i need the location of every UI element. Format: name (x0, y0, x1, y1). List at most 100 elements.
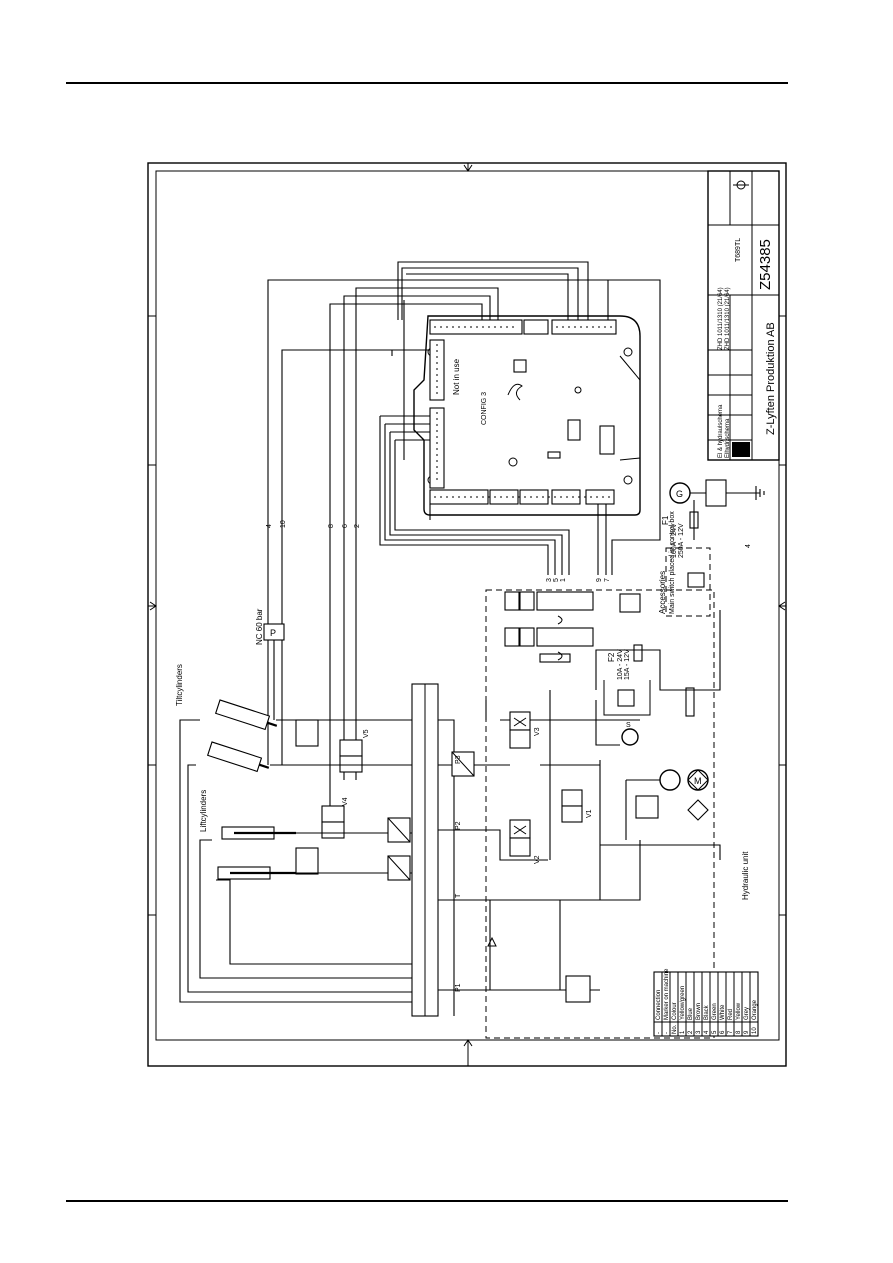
svg-text:V5: V5 (363, 729, 370, 738)
legend-number: 9 (744, 1030, 750, 1034)
wire-numbers: 4 10 8 6 2 3 9 7 5 1 4 (266, 520, 752, 582)
svg-text:6: 6 (342, 524, 349, 528)
legend-text: Red (728, 1009, 734, 1020)
svg-text:V1: V1 (586, 809, 593, 818)
legend-text: Green (712, 1003, 718, 1020)
valve-v4: V4 (321, 797, 349, 839)
model-number: T689TL (735, 238, 742, 262)
svg-text:P2: P2 (455, 821, 462, 830)
legend-text: Yellow/green (680, 986, 686, 1020)
tilt-cylinders: Tiltcylinders (175, 664, 278, 773)
legend-row: 4 Black (701, 972, 710, 1036)
legend-row: 3 Brown (693, 972, 702, 1036)
legend-text: Colour (672, 1002, 678, 1020)
port-labels: P1 P2 P3 T (455, 755, 462, 992)
legend-text: Connection (656, 990, 662, 1020)
hydraulic-unit-frame (485, 589, 715, 1039)
legend-number: 7 (728, 1030, 734, 1034)
svg-text:F2: F2 (607, 652, 616, 662)
accessories-note: Main switch placed in control box (669, 511, 676, 614)
svg-text:P3: P3 (455, 755, 462, 764)
legend-text: Orange (752, 999, 758, 1020)
bottom-rule (66, 1200, 788, 1202)
legend-text: White (720, 1004, 726, 1020)
legend-row: 5 Green (709, 972, 718, 1036)
legend-row: 7 Red (725, 972, 734, 1036)
pump-motor: M (635, 769, 709, 821)
check-valves (295, 719, 475, 881)
drawing-subtitle: Elhydr.schema (725, 418, 731, 458)
fuse-f1: F1 160A - 24V 250A - 12V (661, 500, 699, 558)
legend-row: 10 Orange (749, 972, 758, 1036)
tilt-cylinders-label: Tiltcylinders (175, 664, 184, 706)
svg-text:3: 3 (546, 578, 553, 582)
legend-text: Blue (688, 1007, 694, 1020)
drawing-title: El & hydraulschema (718, 404, 724, 458)
legend-number: 6 (720, 1030, 726, 1034)
board-logo (507, 383, 523, 401)
svg-text:F1: F1 (661, 515, 670, 525)
legend-row: 9 Grey (741, 972, 750, 1036)
lift-cylinders-label: Liftcylinders (199, 790, 208, 832)
svg-text:15A - 12V: 15A - 12V (624, 649, 631, 680)
hydraulic-lines (438, 610, 721, 1016)
legend-number: - (656, 1032, 662, 1034)
svg-text:10A - 24V: 10A - 24V (617, 649, 624, 680)
svg-text:5: 5 (553, 578, 560, 582)
legend-number: - (664, 1032, 670, 1034)
top-rule (66, 82, 788, 84)
valve-v5: V5 (339, 729, 370, 773)
cylinder-hoses (179, 719, 412, 1003)
legend-number: 2 (688, 1030, 694, 1034)
valve-v3: V3 (509, 711, 541, 749)
svg-text:4: 4 (266, 524, 273, 528)
svg-text:10: 10 (280, 520, 287, 528)
legend-number: 8 (736, 1030, 742, 1034)
legend-number: 3 (696, 1030, 702, 1034)
svg-text:S: S (626, 722, 631, 729)
svg-text:1: 1 (560, 578, 567, 582)
not-in-use-label: Not in use (452, 358, 461, 395)
svg-text:V3: V3 (534, 727, 541, 736)
legend-number: 4 (704, 1030, 710, 1034)
fuse-f2: F2 10A - 24V 15A - 12V (607, 644, 643, 680)
legend-row: 8 Yellow (733, 972, 742, 1036)
legend-text: Brown (696, 1003, 702, 1020)
svg-text:4: 4 (745, 544, 752, 548)
legend-number: 1 (680, 1030, 686, 1034)
config-label: CONFIG 3 (481, 392, 488, 425)
svg-text:P: P (270, 628, 276, 638)
legend-row: 6 White (717, 972, 726, 1036)
svg-text:M: M (694, 776, 702, 786)
relay: S (603, 680, 695, 746)
legend-text: Yellow (736, 1002, 742, 1020)
hydraulic-unit-label: Hydraulic unit (741, 851, 750, 900)
svg-text:7: 7 (604, 578, 611, 582)
pressure-switch: P NC 60 bar (255, 608, 285, 720)
pressure-switch-label: NC 60 bar (255, 608, 264, 645)
svg-text:9: 9 (596, 578, 603, 582)
legend-text: Grey (744, 1007, 750, 1020)
valve-v1: V1 (561, 789, 593, 823)
inner-frame (155, 170, 780, 1041)
legend-number: 10 (752, 1027, 758, 1034)
legend-row: - Connection (656, 990, 662, 1034)
svg-text:V4: V4 (342, 797, 349, 806)
svg-text:T: T (455, 893, 462, 898)
relief-valve (487, 936, 600, 1003)
accessories-box: Accessories Main switch placed in contro… (619, 511, 711, 617)
legend-row: 1 Yellow/green (677, 972, 686, 1036)
rev-line-2: ZHD 1011/1310 (21/64) (725, 287, 731, 350)
company-logo (732, 442, 750, 457)
legend-text: Black (704, 1004, 710, 1020)
title-block: El & hydraulschema Elhydr.schema ZHD 101… (707, 170, 780, 461)
legend-row: 2 Blue (685, 972, 694, 1036)
legend-row: No.Colour (669, 972, 678, 1036)
control-board: Not in use CONFIG 3 (413, 315, 641, 516)
legend-number: 5 (712, 1030, 718, 1034)
company-name: Z-Lyften Produktion AB (765, 322, 777, 435)
connector-blocks (504, 591, 594, 663)
svg-text:8: 8 (328, 524, 335, 528)
accessories-title: Accessories (658, 571, 667, 614)
